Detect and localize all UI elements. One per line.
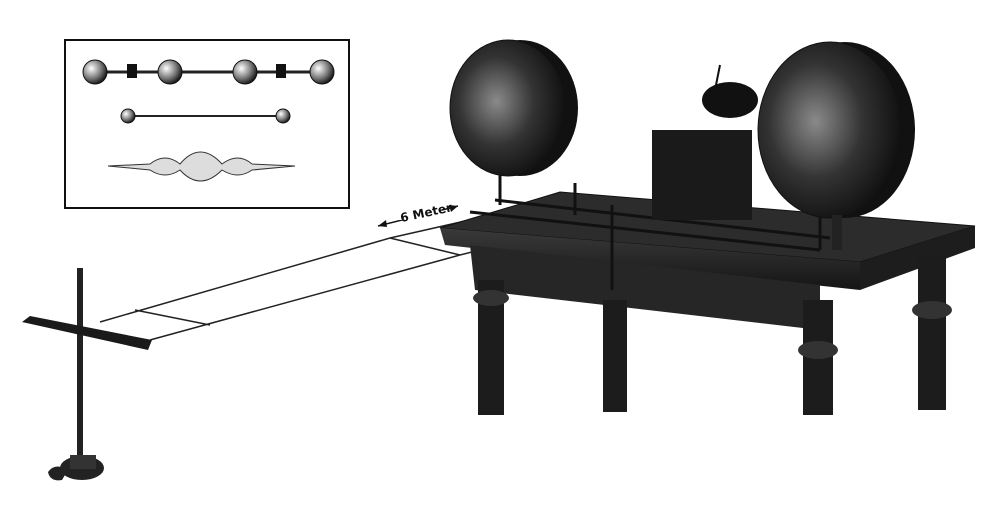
glass-tube [107,151,296,182]
distance-label: 6 Meter [399,200,453,225]
table-leg [603,300,627,412]
table-leg [912,255,952,410]
reflector-right [757,41,915,250]
inset-resonators [64,39,350,209]
reflector-left [449,39,578,177]
table-leg [798,300,838,415]
table-leg [473,280,509,415]
resonator-two-balls [120,108,291,124]
wire-stand [22,268,152,481]
induction-coil [652,64,758,220]
resonator-four-balls [82,59,335,85]
distance-annotation: 6 Meter [377,200,459,227]
